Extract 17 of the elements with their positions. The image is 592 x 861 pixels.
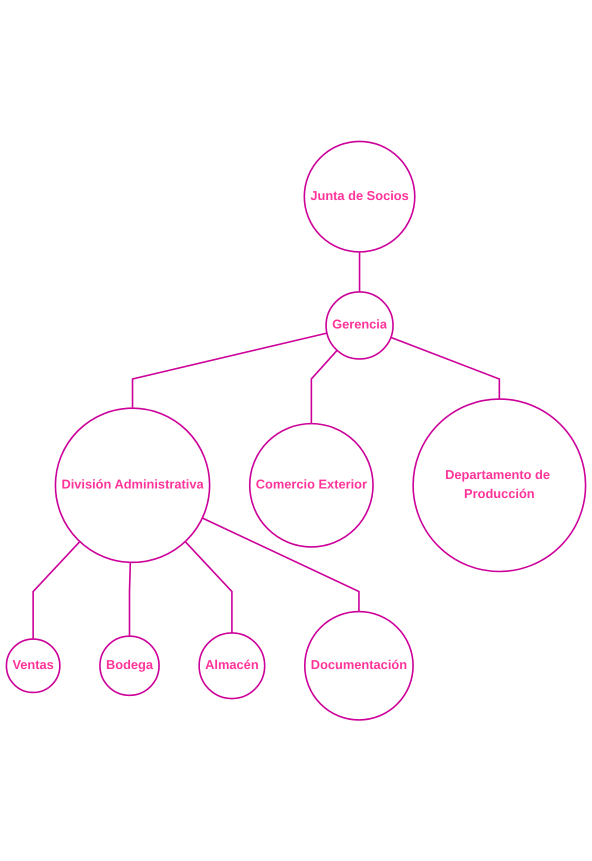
- node-circle: Almacén: [198, 632, 266, 700]
- node-circle: Ventas: [6, 638, 61, 694]
- node-circle: Gerencia: [325, 291, 394, 360]
- connector: [132, 332, 328, 408]
- connector: [310, 350, 338, 424]
- node-circle: Comercio Exterior: [248, 422, 374, 548]
- node-circle: Bodega: [99, 635, 160, 696]
- connector: [390, 336, 500, 399]
- connector: [358, 252, 360, 292]
- connector: [32, 540, 80, 639]
- connector: [202, 517, 360, 612]
- node-circle: Documentación: [304, 610, 414, 721]
- connector: [184, 540, 233, 633]
- node-circle: División Administrativa: [54, 407, 210, 564]
- node-circle: Departamento de Producción: [412, 398, 586, 572]
- connector: [128, 562, 132, 636]
- node-circle: Junta de Socios: [304, 140, 416, 253]
